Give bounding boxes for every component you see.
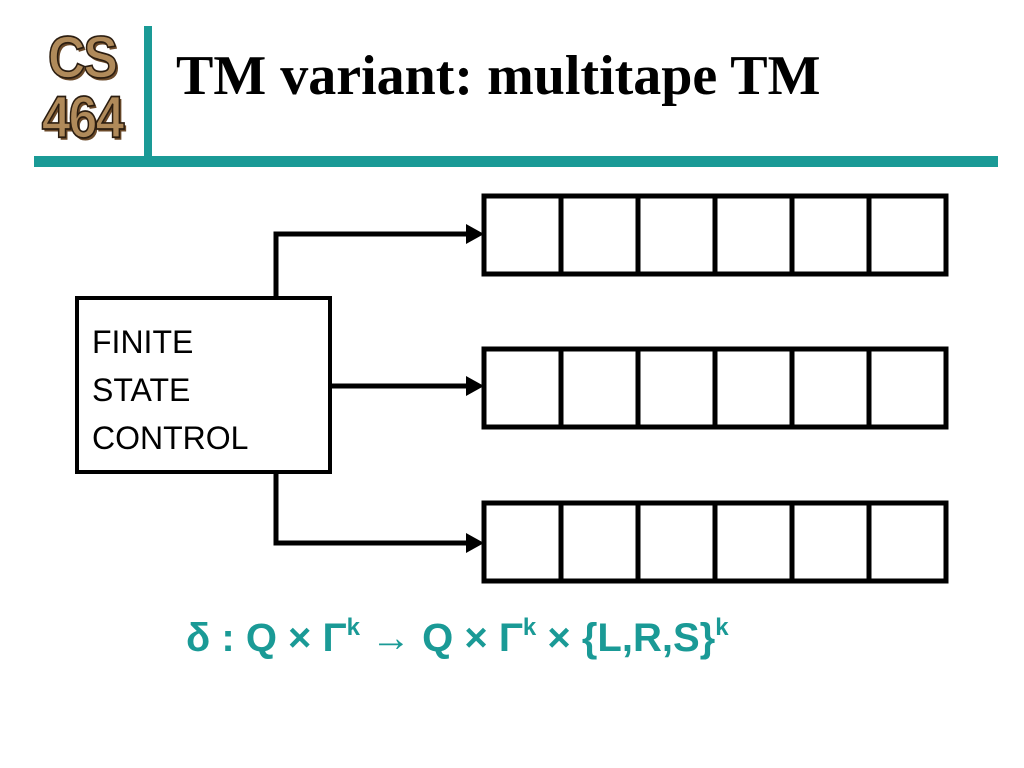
control-label-line-2: STATE: [92, 372, 191, 408]
title-divider-vertical: [144, 26, 152, 156]
tape-cell: [866, 500, 949, 584]
formula-part-1: : Q × Γ: [210, 616, 347, 660]
finite-state-control-label: FINITE STATE CONTROL: [92, 318, 248, 462]
logo-text-464: 464: [41, 84, 125, 152]
tapes: [481, 193, 949, 584]
control-label-line-1: FINITE: [92, 324, 194, 360]
tape-cell: [712, 500, 795, 584]
delta-symbol: δ: [186, 616, 211, 660]
tape-cell: [558, 193, 641, 277]
title-divider-horizontal: [34, 156, 998, 167]
formula-part-3: × {L,R,S}: [536, 616, 716, 660]
tape-cell: [481, 500, 564, 584]
tape-1: [481, 193, 949, 277]
arrow-to-tape-1: [273, 231, 466, 298]
course-logo: CS 464: [30, 24, 134, 152]
tape-cell: [635, 346, 718, 430]
control-label-line-3: CONTROL: [92, 420, 249, 456]
tape-cell: [789, 193, 872, 277]
arrowhead-tape-2: [466, 376, 484, 396]
finite-state-control-box: [75, 296, 332, 474]
logo-text-cs: CS: [47, 24, 119, 92]
arrow-to-tape-3: [273, 472, 466, 546]
transition-function-formula: δ : Q × Γk → Q × Γk × {L,R,S}k: [186, 614, 729, 661]
slide-title: TM variant: multitape TM: [176, 45, 821, 107]
tape-cell: [635, 193, 718, 277]
tape-cell: [558, 500, 641, 584]
tape-cell: [789, 346, 872, 430]
arrowhead-tape-1: [466, 224, 484, 244]
tape-cell: [481, 346, 564, 430]
formula-exponent-2: k: [522, 614, 537, 641]
tape-cell: [635, 500, 718, 584]
tape-2: [481, 346, 949, 430]
tape-cell: [558, 346, 641, 430]
tape-cell: [789, 500, 872, 584]
tape-cell: [712, 193, 795, 277]
tape-3: [481, 500, 949, 584]
formula-exponent-3: k: [715, 614, 729, 641]
formula-part-2: → Q × Γ: [359, 616, 523, 660]
tape-cell: [866, 193, 949, 277]
formula-exponent-1: k: [346, 614, 360, 641]
tape-cell: [866, 346, 949, 430]
tape-cell: [712, 346, 795, 430]
arrowhead-tape-3: [466, 533, 484, 553]
tape-cell: [481, 193, 564, 277]
